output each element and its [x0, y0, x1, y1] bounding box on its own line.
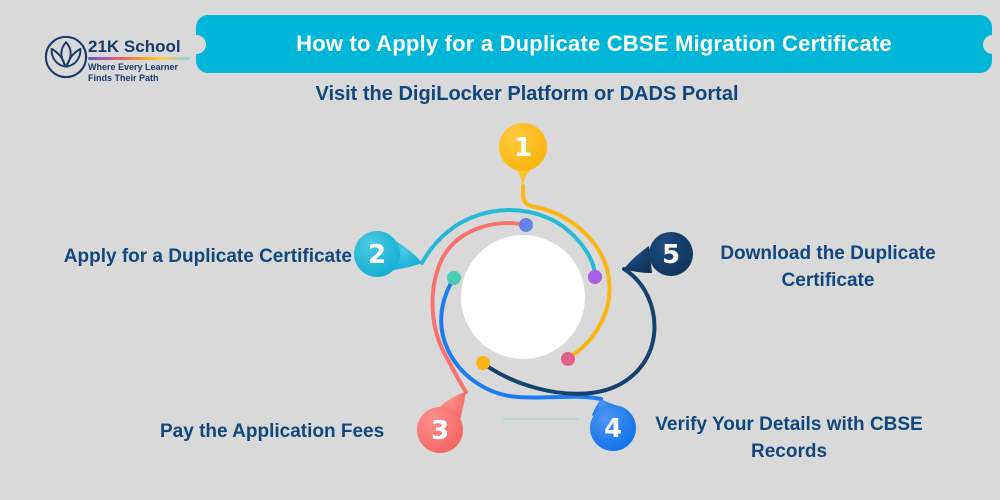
- arc-step-1: [521, 184, 612, 360]
- step-2-number: 2: [368, 240, 386, 270]
- page-title: How to Apply for a Duplicate CBSE Migrat…: [296, 31, 892, 56]
- arc-step-2: [420, 208, 597, 279]
- lotus-logo-icon: [44, 35, 88, 79]
- connector-dot-teal: [447, 271, 461, 285]
- connector-dot-yellow: [476, 356, 490, 370]
- connector-dot-pink: [561, 352, 575, 366]
- arc-step-3: [430, 221, 528, 394]
- balloon-step-3: 3: [417, 392, 466, 453]
- center-circle: [461, 235, 585, 359]
- arc-step-5: [482, 267, 657, 396]
- step-4-number: 4: [604, 414, 622, 444]
- balloon-step-2: 2: [354, 231, 422, 277]
- balloon-step-1: 1: [499, 123, 547, 187]
- balloon-step-5: 5: [624, 232, 693, 276]
- step-3-label: Pay the Application Fees: [160, 421, 385, 442]
- step-4-label: Verify Your Details with CBSE Records: [655, 414, 923, 462]
- logo-gradient-underline: [88, 57, 190, 60]
- logo-tagline-line1: Where Every Learner: [88, 62, 179, 72]
- logo-tagline-line2: Finds Their Path: [88, 73, 159, 83]
- title-banner: How to Apply for a Duplicate CBSE Migrat…: [186, 15, 1000, 73]
- balloon-step-4: 4: [590, 399, 636, 451]
- connector-dot-blue: [519, 218, 533, 232]
- logo-name: 21K School: [88, 37, 181, 56]
- banner-left-notch: [186, 34, 206, 54]
- arc-step-4: [439, 276, 603, 401]
- step-1-number: 1: [514, 133, 532, 163]
- step-3-number: 3: [431, 416, 449, 446]
- step-5-number: 5: [662, 240, 680, 270]
- banner-right-notch: [982, 34, 1000, 54]
- connector-dot-purple: [588, 270, 602, 284]
- step-2-label: Apply for a Duplicate Certificate: [63, 246, 352, 267]
- step-1-label: Visit the DigiLocker Platform or DADS Po…: [315, 83, 739, 105]
- step-5-label: Download the Duplicate Certificate: [720, 243, 936, 291]
